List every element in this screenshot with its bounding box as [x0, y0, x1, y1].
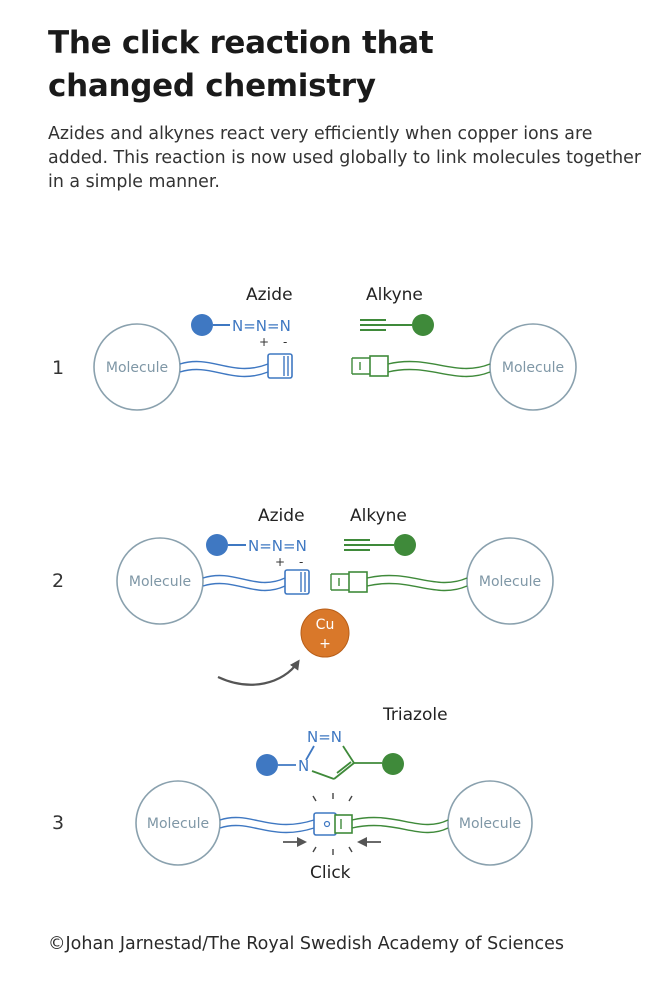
molecule-right-3	[447, 780, 533, 866]
title-line-1: The click reaction that	[48, 25, 434, 61]
buckle-male-2	[330, 571, 368, 593]
triazole-ring: N=N N	[256, 728, 404, 780]
alkyne-group-2	[344, 534, 416, 556]
azide-atom-1	[191, 314, 213, 336]
molecule-right-1	[489, 323, 577, 411]
molecule-right-2	[466, 537, 554, 625]
azide-label-2: Azide	[258, 506, 305, 526]
alkyne-atom-1	[412, 314, 434, 336]
copper-charge: +	[319, 636, 331, 652]
azide-group-2: N=N=N + -	[206, 534, 307, 569]
buckle-female-2	[284, 569, 310, 595]
step-3: 3 Triazole N=N N Molecule Molecule	[52, 705, 533, 883]
azide-formula-1: N=N=N	[232, 317, 291, 335]
triazole-n-n: N=N	[307, 728, 342, 746]
azide-label-1: Azide	[246, 285, 293, 305]
buckle-male-1	[351, 355, 389, 377]
page-title: The click reaction that changed chemistr…	[48, 22, 648, 108]
triazole-n1: N	[298, 757, 309, 775]
copper-symbol: Cu	[316, 617, 335, 633]
azide-formula-2: N=N=N	[248, 537, 307, 555]
molecule-label-left-3: Molecule	[147, 816, 209, 832]
alkyne-label-2: Alkyne	[350, 506, 407, 526]
azide-plus-2: +	[275, 555, 285, 569]
title-line-2: changed chemistry	[48, 68, 376, 104]
molecule-left-2	[116, 537, 204, 625]
image-credit: ©Johan Jarnestad/The Royal Swedish Acade…	[48, 934, 565, 954]
triazole-azide-atom	[256, 754, 278, 776]
click-label: Click	[310, 863, 351, 883]
molecule-label-right-3: Molecule	[459, 816, 521, 832]
click-sparks	[312, 793, 353, 855]
step-number-3: 3	[52, 812, 64, 834]
molecule-label-right-2: Molecule	[479, 574, 541, 590]
step-2: 2 Azide Alkyne N=N=N + - Molecule Molecu…	[52, 506, 554, 686]
step-number-2: 2	[52, 570, 64, 592]
molecule-label-right-1: Molecule	[502, 360, 564, 376]
clicked-buckle	[313, 812, 353, 836]
azide-plus-1: +	[259, 335, 269, 349]
step-1: 1 Azide Alkyne N=N=N + - Molecule	[52, 285, 577, 411]
molecule-left-3	[135, 780, 221, 866]
molecule-left-1	[93, 323, 181, 411]
step-number-1: 1	[52, 357, 64, 379]
intro-text: Azides and alkynes react very efficientl…	[48, 124, 641, 192]
buckle-female-1	[267, 353, 293, 379]
azide-group-1: N=N=N + -	[191, 314, 291, 349]
triazole-alkyne-atom	[382, 753, 404, 775]
azide-atom-2	[206, 534, 228, 556]
triazole-label: Triazole	[382, 705, 448, 725]
azide-minus-1: -	[283, 335, 287, 349]
copper-add-arrow	[217, 659, 300, 686]
alkyne-atom-2	[394, 534, 416, 556]
alkyne-label-1: Alkyne	[366, 285, 423, 305]
copper-ion: Cu +	[300, 608, 350, 658]
alkyne-group-1	[360, 314, 434, 336]
azide-minus-2: -	[299, 555, 303, 569]
molecule-label-left-1: Molecule	[106, 360, 168, 376]
molecule-label-left-2: Molecule	[129, 574, 191, 590]
